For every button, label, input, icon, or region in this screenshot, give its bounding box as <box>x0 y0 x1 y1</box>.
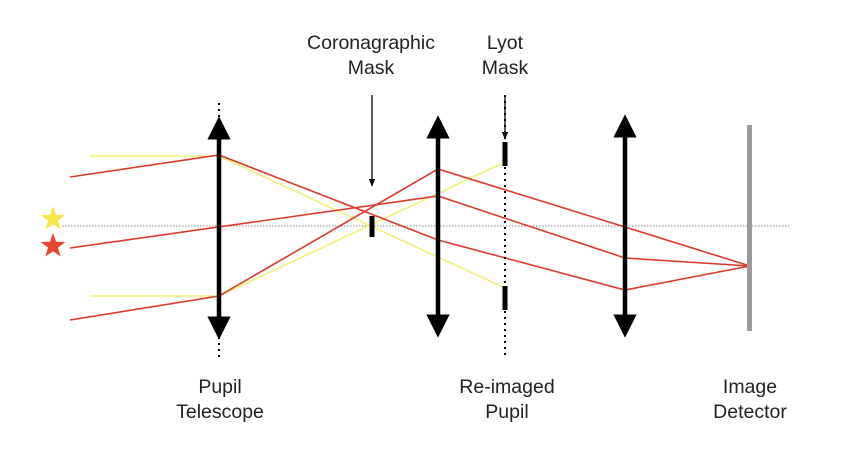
lyot-mask-upper-blade <box>502 142 508 166</box>
coronagraphic-mask-label-line2: Mask <box>347 57 395 79</box>
image-detector <box>747 125 752 331</box>
lyot-mask-label-line1: Lyot <box>486 32 524 54</box>
reimaged-pupil-label: Re-imaged Pupil <box>459 375 554 425</box>
image-detector-label-line1: Image <box>722 376 778 398</box>
image-detector-label: Image Detector <box>713 375 787 425</box>
pupil-telescope-label-line1: Pupil <box>198 376 242 398</box>
red-star-icon <box>40 233 66 257</box>
coronagraphic-mask-label: Coronagraphic Mask <box>307 31 435 81</box>
lyot-mask-label: Lyot Mask <box>482 31 529 81</box>
coronagraphic-mask <box>369 216 375 237</box>
coronagraphic-mask-label-line1: Coronagraphic <box>307 32 435 54</box>
yellow-star-icon <box>40 206 66 230</box>
pupil-telescope-label-line2: Telescope <box>176 401 264 423</box>
reimaged-pupil-label-line2: Pupil <box>485 401 529 423</box>
lyot-mask-lower-blade <box>502 286 508 310</box>
image-detector-label-line2: Detector <box>713 401 787 423</box>
reimaged-pupil-label-line1: Re-imaged <box>459 376 555 398</box>
lyot-mask-label-line2: Mask <box>481 57 529 79</box>
pupil-telescope-label: Pupil Telescope <box>176 375 264 425</box>
